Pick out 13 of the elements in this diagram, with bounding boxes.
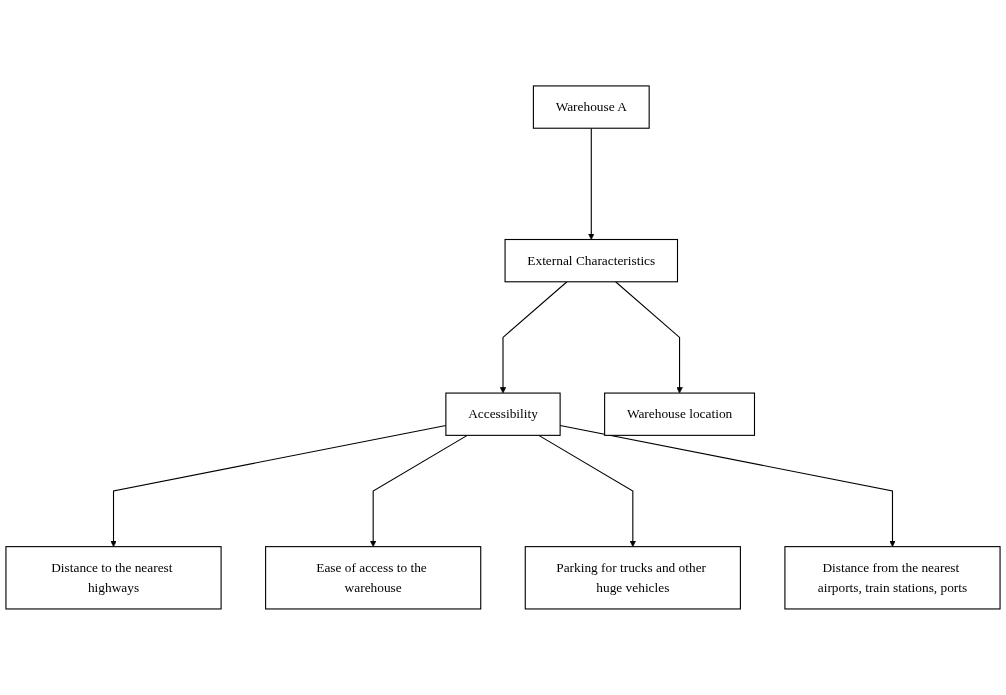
node-box: Distance from the nearest airports, train stations, ports	[784, 546, 1001, 610]
node-box: Warehouse location	[604, 392, 756, 436]
arrow	[538, 434, 637, 547]
node-box: Warehouse A	[532, 85, 650, 129]
node-box: Parking for trucks and other huge vehicles	[524, 546, 741, 610]
arrow	[499, 281, 568, 394]
node-box: Accessibility	[445, 392, 561, 436]
node-box: Distance to the nearest highways	[5, 546, 222, 610]
arrow	[588, 127, 595, 240]
arrow	[615, 281, 683, 394]
node-box: External Characteristics	[504, 239, 679, 283]
node-box: Ease of access to the warehouse	[265, 546, 482, 610]
arrow	[369, 434, 468, 547]
